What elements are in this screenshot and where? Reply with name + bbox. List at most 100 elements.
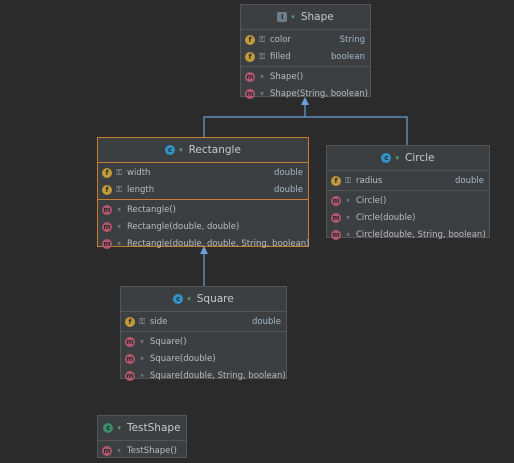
- public-circle-icon: ∘: [116, 205, 122, 214]
- method-icon: m: [331, 195, 341, 206]
- square-class-node[interactable]: c ▾ Square f ⚿ side double m ∘ Square() …: [120, 286, 287, 381]
- testshape-class-node[interactable]: c ▾ TestShape m ∘ TestShape(): [97, 415, 187, 458]
- leaf-icon: ▾: [179, 146, 183, 154]
- private-lock-icon: ⚿: [139, 316, 146, 326]
- methods-section: m ∘ Circle() m ∘ Circle(double) m ∘ Circ…: [327, 191, 489, 244]
- method-name: Circle(double, String, boolean): [356, 229, 486, 240]
- field-row[interactable]: f ⚿ side double: [121, 313, 286, 330]
- circle-class-header[interactable]: c ▾ Circle: [327, 146, 489, 171]
- method-name: Shape(): [270, 71, 304, 82]
- method-icon: m: [245, 71, 255, 82]
- method-name: Circle(): [356, 195, 387, 206]
- method-name: Rectangle(double, double): [127, 221, 240, 232]
- public-circle-icon: ∘: [259, 72, 265, 81]
- method-row[interactable]: m ∘ Square(double): [121, 350, 286, 367]
- private-lock-icon: ⚿: [116, 184, 123, 194]
- class-title: Circle: [405, 152, 435, 164]
- method-row[interactable]: m ∘ Square(double, String, boolean): [121, 367, 286, 384]
- field-icon: f: [245, 51, 255, 62]
- public-circle-icon: ∘: [116, 239, 122, 248]
- method-icon: m: [102, 445, 112, 456]
- testshape-class-header[interactable]: c ▾ TestShape: [98, 416, 186, 441]
- class-icon: c: [173, 294, 184, 304]
- private-lock-icon: ⚿: [345, 175, 352, 185]
- rectangle-class-header[interactable]: c ▾ Rectangle: [98, 138, 308, 163]
- fields-section: f ⚿ radius double: [327, 171, 489, 191]
- class-title: TestShape: [126, 422, 181, 434]
- methods-section: m ∘ Square() m ∘ Square(double) m ∘ Squa…: [121, 332, 286, 385]
- field-type: double: [274, 167, 303, 178]
- field-type: String: [339, 34, 365, 45]
- method-row[interactable]: m ∘ Shape(String, boolean): [241, 85, 370, 102]
- field-icon: f: [102, 167, 112, 178]
- private-lock-icon: ⚿: [259, 51, 266, 61]
- method-name: Square(): [150, 336, 187, 347]
- method-row[interactable]: m ∘ Shape(): [241, 68, 370, 85]
- rectangle-arrowhead: [200, 246, 208, 254]
- method-name: Square(double): [150, 353, 216, 364]
- shape-class-node[interactable]: I ▾ Shape f ⚿ color String f ⚿ filled bo…: [240, 4, 371, 99]
- public-circle-icon: ∘: [116, 446, 122, 455]
- field-row[interactable]: f ⚿ length double: [98, 181, 308, 198]
- methods-section: m ∘ Rectangle() m ∘ Rectangle(double, do…: [98, 200, 309, 253]
- method-icon: m: [102, 221, 112, 232]
- square-class-header[interactable]: c ▾ Square: [121, 287, 286, 312]
- method-icon: m: [125, 370, 135, 381]
- field-icon: f: [245, 34, 255, 45]
- method-icon: m: [125, 353, 135, 364]
- field-name: side: [150, 316, 168, 327]
- public-circle-icon: ∘: [139, 337, 145, 346]
- field-name: radius: [356, 175, 383, 186]
- leaf-icon: ▾: [117, 424, 121, 432]
- method-icon: m: [245, 88, 255, 99]
- class-title: Rectangle: [188, 144, 241, 156]
- method-icon: m: [331, 229, 341, 240]
- main-class-icon: c: [103, 423, 114, 433]
- method-row[interactable]: m ∘ Circle(double, String, boolean): [327, 226, 489, 243]
- shape-arrowhead: [301, 97, 309, 105]
- field-icon: f: [102, 184, 112, 195]
- circle-class-node[interactable]: c ▾ Circle f ⚿ radius double m ∘ Circle(…: [326, 145, 490, 240]
- circle-extends-shape-arrow: [305, 116, 408, 145]
- field-row[interactable]: f ⚿ radius double: [327, 172, 489, 189]
- rectangle-extends-shape-arrow: [203, 103, 306, 137]
- field-row[interactable]: f ⚿ width double: [98, 164, 308, 181]
- method-row[interactable]: m ∘ Rectangle(): [98, 201, 308, 218]
- leaf-icon: ▾: [291, 13, 295, 21]
- public-circle-icon: ∘: [139, 354, 145, 363]
- field-name: length: [127, 184, 155, 195]
- private-lock-icon: ⚿: [116, 167, 123, 177]
- rectangle-class-node[interactable]: c ▾ Rectangle f ⚿ width double f ⚿ lengt…: [97, 137, 309, 249]
- method-row[interactable]: m ∘ Rectangle(double, double): [98, 218, 308, 235]
- private-lock-icon: ⚿: [259, 34, 266, 44]
- method-row[interactable]: m ∘ Circle(double): [327, 209, 489, 226]
- field-icon: f: [125, 316, 135, 327]
- public-circle-icon: ∘: [345, 213, 351, 222]
- shape-class-header[interactable]: I ▾ Shape: [241, 5, 370, 30]
- field-row[interactable]: f ⚿ filled boolean: [241, 48, 370, 65]
- method-row[interactable]: m ∘ Square(): [121, 333, 286, 350]
- field-type: double: [274, 184, 303, 195]
- field-name: color: [270, 34, 291, 45]
- field-row[interactable]: f ⚿ color String: [241, 31, 370, 48]
- public-circle-icon: ∘: [116, 222, 122, 231]
- methods-section: m ∘ TestShape(): [98, 441, 186, 460]
- field-type: double: [455, 175, 484, 186]
- method-row[interactable]: m ∘ Circle(): [327, 192, 489, 209]
- class-title: Square: [196, 293, 234, 305]
- method-icon: m: [102, 204, 112, 215]
- field-name: filled: [270, 51, 291, 62]
- method-row[interactable]: m ∘ Rectangle(double, double, String, bo…: [98, 235, 309, 252]
- method-name: Shape(String, boolean): [270, 88, 369, 99]
- fields-section: f ⚿ width double f ⚿ length double: [98, 163, 308, 200]
- method-icon: m: [102, 238, 112, 249]
- method-name: Rectangle(): [127, 204, 176, 215]
- interface-class-icon: I: [277, 12, 288, 22]
- method-row[interactable]: m ∘ TestShape(): [98, 442, 186, 459]
- field-type: boolean: [331, 51, 365, 62]
- methods-section: m ∘ Shape() m ∘ Shape(String, boolean): [241, 67, 370, 103]
- fields-section: f ⚿ side double: [121, 312, 286, 332]
- method-name: Circle(double): [356, 212, 416, 223]
